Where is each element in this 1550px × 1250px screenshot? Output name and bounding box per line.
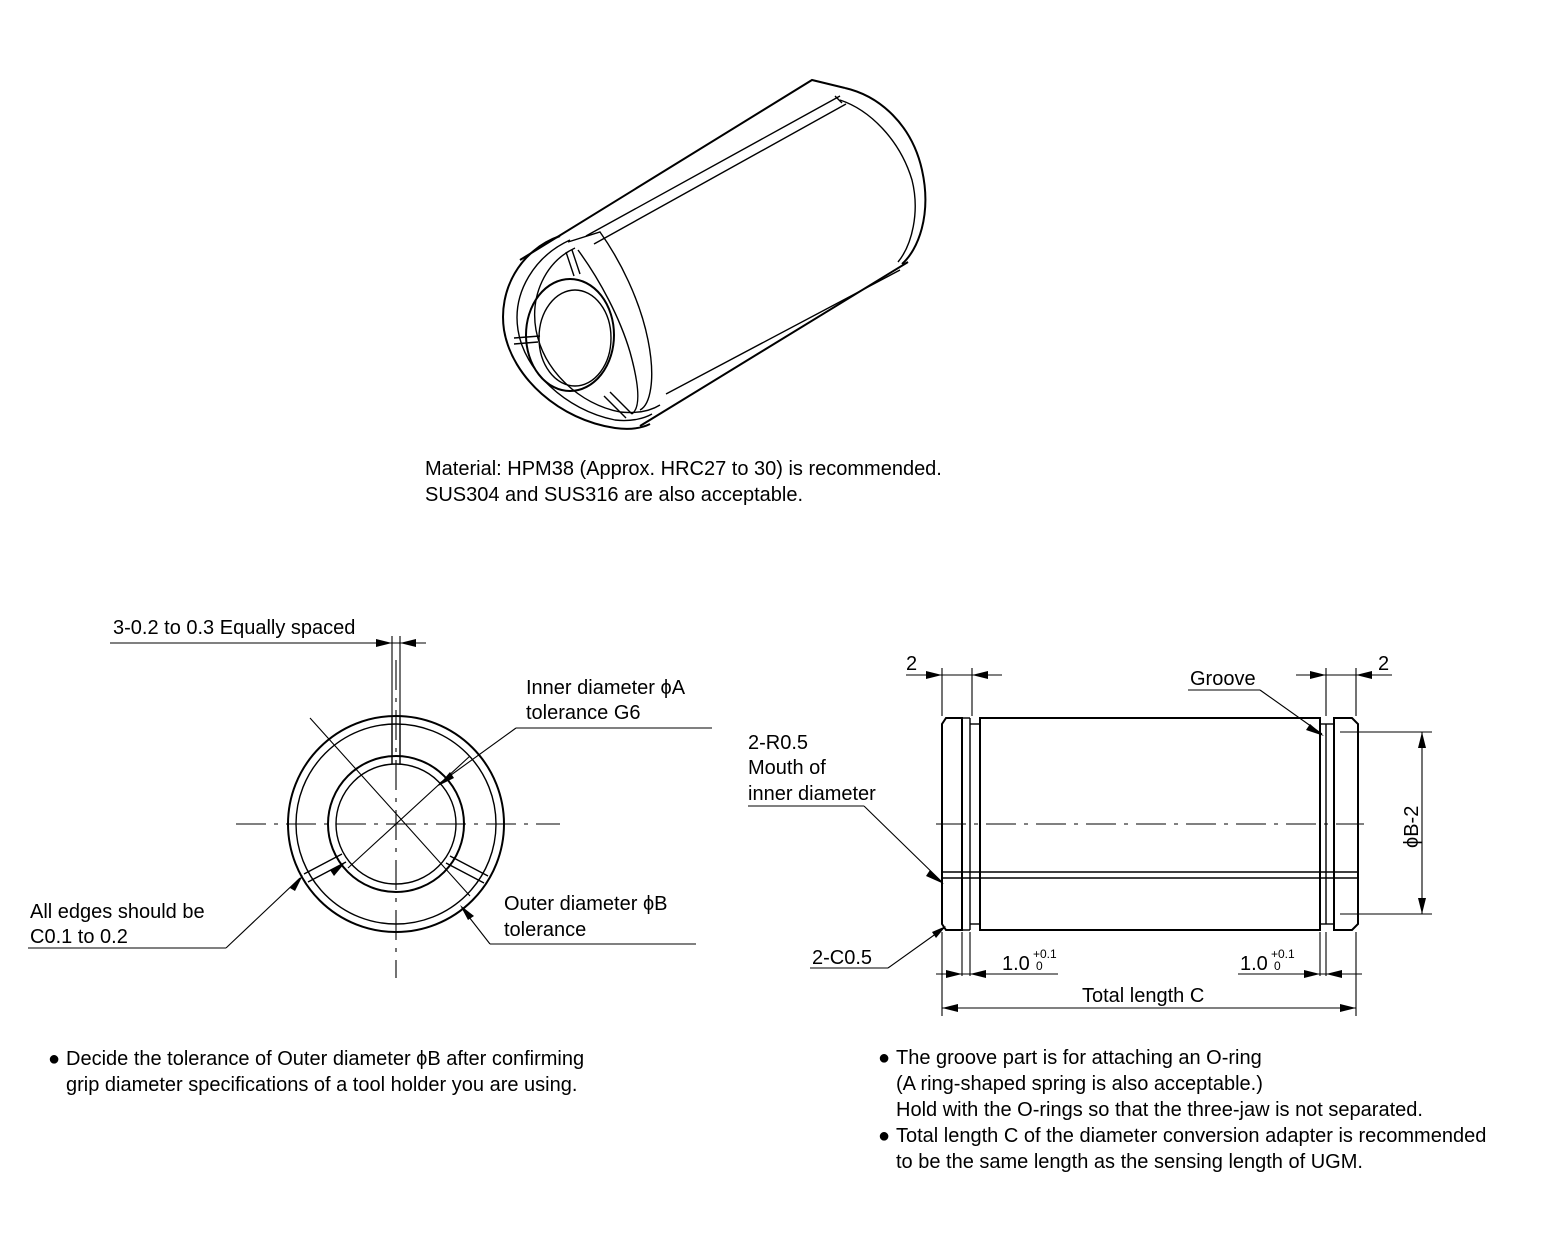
front-view [28, 636, 712, 978]
groove-tol-upper-right: +0.1 [1271, 947, 1295, 961]
groove-label: Groove [1190, 668, 1256, 690]
groove-note-line3: Hold with the O-rings so that the three-… [896, 1099, 1423, 1121]
edges-label-line2: C0.1 to 0.2 [30, 926, 128, 948]
radius-label-line2: Mouth of [748, 757, 826, 779]
slit-spacing-label: 3-0.2 to 0.3 Equally spaced [113, 617, 355, 639]
groove-width-left: 1.0 [1002, 953, 1030, 975]
length-note-line1: Total length C of the diameter conversio… [896, 1125, 1486, 1147]
groove-note-line2: (A ring-shaped spring is also acceptable… [896, 1073, 1263, 1095]
left-flange-dim: 2 [906, 653, 917, 675]
outer-tolerance-label: tolerance [504, 919, 586, 941]
right-flange-dim: 2 [1378, 653, 1389, 675]
radius-label-line1: 2-R0.5 [748, 732, 808, 754]
bullet-icon: ● [878, 1047, 890, 1069]
material-note-line2: SUS304 and SUS316 are also acceptable. [425, 484, 803, 506]
groove-width-right: 1.0 [1240, 953, 1268, 975]
side-view [748, 668, 1432, 1016]
groove-note-line1: The groove part is for attaching an O-ri… [896, 1047, 1262, 1069]
inner-tolerance-label: tolerance G6 [526, 702, 641, 724]
inner-diameter-label: Inner diameter ϕA [526, 677, 686, 699]
chamfer-label: 2-C0.5 [812, 947, 872, 969]
edges-label-line1: All edges should be [30, 901, 205, 923]
bullet-icon: ● [48, 1048, 60, 1070]
length-note-line2: to be the same length as the sensing len… [896, 1151, 1363, 1173]
diameter-b2-label: ϕB-2 [1401, 806, 1423, 848]
material-note-line1: Material: HPM38 (Approx. HRC27 to 30) is… [425, 458, 942, 480]
groove-tol-lower-left: 0 [1036, 959, 1043, 973]
groove-tol-upper-left: +0.1 [1033, 947, 1057, 961]
outer-diameter-label: Outer diameter ϕB [504, 893, 668, 915]
front-note-line2: grip diameter specifications of a tool h… [66, 1074, 577, 1096]
total-length-label: Total length C [1082, 985, 1204, 1007]
bullet-icon: ● [878, 1125, 890, 1147]
isometric-view [502, 78, 927, 430]
radius-label-line3: inner diameter [748, 783, 876, 805]
front-note-line1: Decide the tolerance of Outer diameter ϕ… [66, 1048, 584, 1070]
groove-tol-lower-right: 0 [1274, 959, 1281, 973]
